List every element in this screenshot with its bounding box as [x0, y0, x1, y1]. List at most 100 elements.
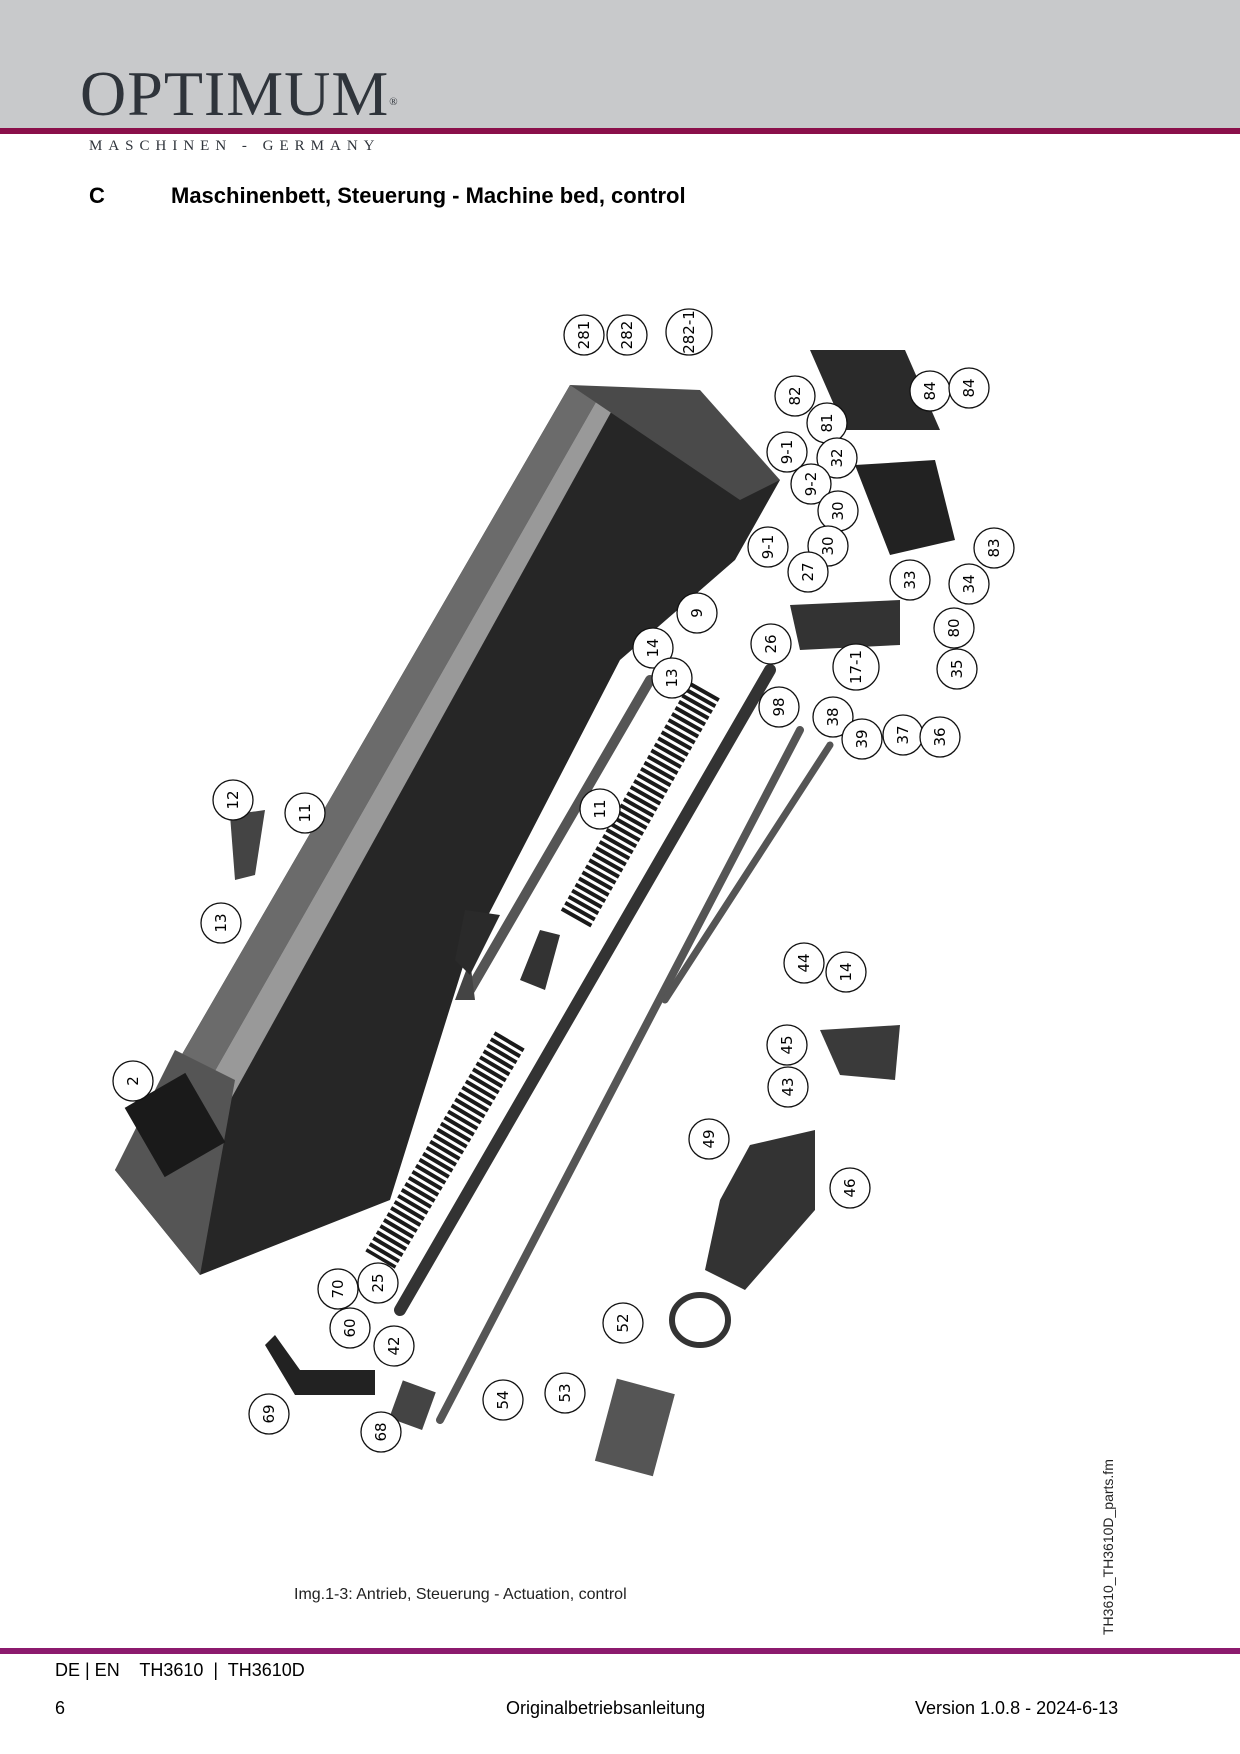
callout-number: 54 — [494, 1390, 512, 1409]
callout-number: 34 — [960, 574, 978, 593]
callout-circle — [651, 657, 693, 699]
part-callout-39: 39 — [841, 718, 883, 760]
registered-mark: ® — [389, 96, 399, 108]
callout-number: 25 — [369, 1273, 387, 1292]
callout-number: 9-1 — [759, 535, 777, 560]
callout-circle — [579, 788, 621, 830]
part-callout-281: 281 — [563, 314, 605, 356]
figure-caption: Img.1-3: Antrieb, Steuerung - Actuation,… — [294, 1586, 627, 1603]
callout-number: 9-2 — [802, 472, 820, 497]
callout-circle — [602, 1302, 644, 1344]
part-callout-53: 53 — [544, 1372, 586, 1414]
callout-number: 282-1 — [680, 310, 698, 354]
brand-tagline: MASCHINEN - GERMANY — [89, 138, 381, 154]
callout-number: 46 — [841, 1178, 859, 1197]
part-callout-32: 32 — [816, 437, 858, 479]
header-rule — [0, 128, 1240, 134]
part-callout-13: 13 — [200, 902, 242, 944]
callout-circle — [783, 942, 825, 984]
callout-number: 282 — [618, 321, 636, 350]
callout-number: 9 — [688, 608, 706, 618]
callout-number: 11 — [296, 803, 314, 822]
part-callout-34: 34 — [948, 563, 990, 605]
callout-circle — [360, 1411, 402, 1453]
callout-number: 26 — [762, 634, 780, 653]
callout-circle — [317, 1268, 359, 1310]
part-callout-33: 33 — [889, 559, 931, 601]
callout-number: 13 — [212, 913, 230, 932]
callout-circle — [632, 627, 674, 669]
callout-number: 44 — [795, 953, 813, 972]
part-callout-11: 11 — [579, 788, 621, 830]
part-callout-45: 45 — [766, 1024, 808, 1066]
part-callout-11: 11 — [284, 792, 326, 834]
part-callout-82: 82 — [774, 375, 816, 417]
callout-circle — [948, 367, 990, 409]
callout-number: 30 — [829, 501, 847, 520]
callout-circle — [936, 648, 978, 690]
brand-logo: OPTIMUM® — [80, 62, 399, 126]
footer-models: DE | EN TH3610 | TH3610D — [55, 1660, 305, 1680]
callout-number: 32 — [828, 448, 846, 467]
callout-number: 14 — [837, 962, 855, 981]
part-callout-44: 44 — [783, 942, 825, 984]
callout-number: 281 — [575, 321, 593, 350]
part-callout-98: 98 — [758, 686, 800, 728]
callout-number: 2 — [124, 1076, 142, 1086]
header-band — [0, 0, 1240, 128]
callout-number: 33 — [901, 570, 919, 589]
callout-number: 80 — [945, 618, 963, 637]
callout-circle — [544, 1372, 586, 1414]
callout-circle — [767, 1066, 809, 1108]
callout-number: 70 — [329, 1279, 347, 1298]
callout-number: 11 — [591, 799, 609, 818]
callout-circle — [825, 951, 867, 993]
section-letter: C — [89, 183, 105, 208]
callout-circle — [973, 527, 1015, 569]
callout-number: 35 — [948, 659, 966, 678]
part-callout-68: 68 — [360, 1411, 402, 1453]
callout-number: 60 — [341, 1318, 359, 1337]
part-callout-9-1: 9-1 — [747, 526, 789, 568]
part-callout-9-2: 9-2 — [790, 463, 832, 505]
callout-circle — [284, 792, 326, 834]
callout-circle — [373, 1325, 415, 1367]
callout-circle — [563, 314, 605, 356]
section-title: Maschinenbett, Steuerung - Machine bed, … — [171, 183, 686, 208]
part-callout-282-1: 282-1 — [665, 308, 713, 356]
callout-number: 43 — [779, 1077, 797, 1096]
part-callout-81: 81 — [806, 402, 848, 444]
callout-circle — [841, 718, 883, 760]
callout-number: 14 — [644, 638, 662, 657]
part-callout-9-1: 9-1 — [766, 431, 808, 473]
callout-number: 81 — [818, 413, 836, 432]
callout-number: 45 — [778, 1035, 796, 1054]
part-callout-80: 80 — [933, 607, 975, 649]
callout-number: 84 — [960, 378, 978, 397]
callout-circle — [919, 716, 961, 758]
callout-circle — [889, 559, 931, 601]
part-callout-60: 60 — [329, 1307, 371, 1349]
callout-circle — [665, 308, 713, 356]
callout-number: 98 — [770, 697, 788, 716]
part-callout-70: 70 — [317, 1268, 359, 1310]
part-callout-30: 30 — [817, 490, 859, 532]
callout-number: 9-1 — [778, 440, 796, 465]
part-callout-38: 38 — [812, 696, 854, 738]
part-callout-17-1: 17-1 — [832, 643, 880, 691]
callout-number: 17-1 — [847, 650, 865, 684]
callout-number: 83 — [985, 538, 1003, 557]
footer-rule — [0, 1648, 1240, 1654]
part-callout-14: 14 — [825, 951, 867, 993]
bellows — [365, 681, 720, 1269]
machine-bed — [115, 385, 780, 1275]
callout-circle — [112, 1060, 154, 1102]
callout-number: 37 — [894, 725, 912, 744]
callout-number: 69 — [260, 1404, 278, 1423]
footer-doc-type: Originalbetriebsanleitung — [506, 1698, 706, 1718]
part-callout-83: 83 — [973, 527, 1015, 569]
part-callout-84: 84 — [909, 370, 951, 412]
part-callout-25: 25 — [357, 1262, 399, 1304]
